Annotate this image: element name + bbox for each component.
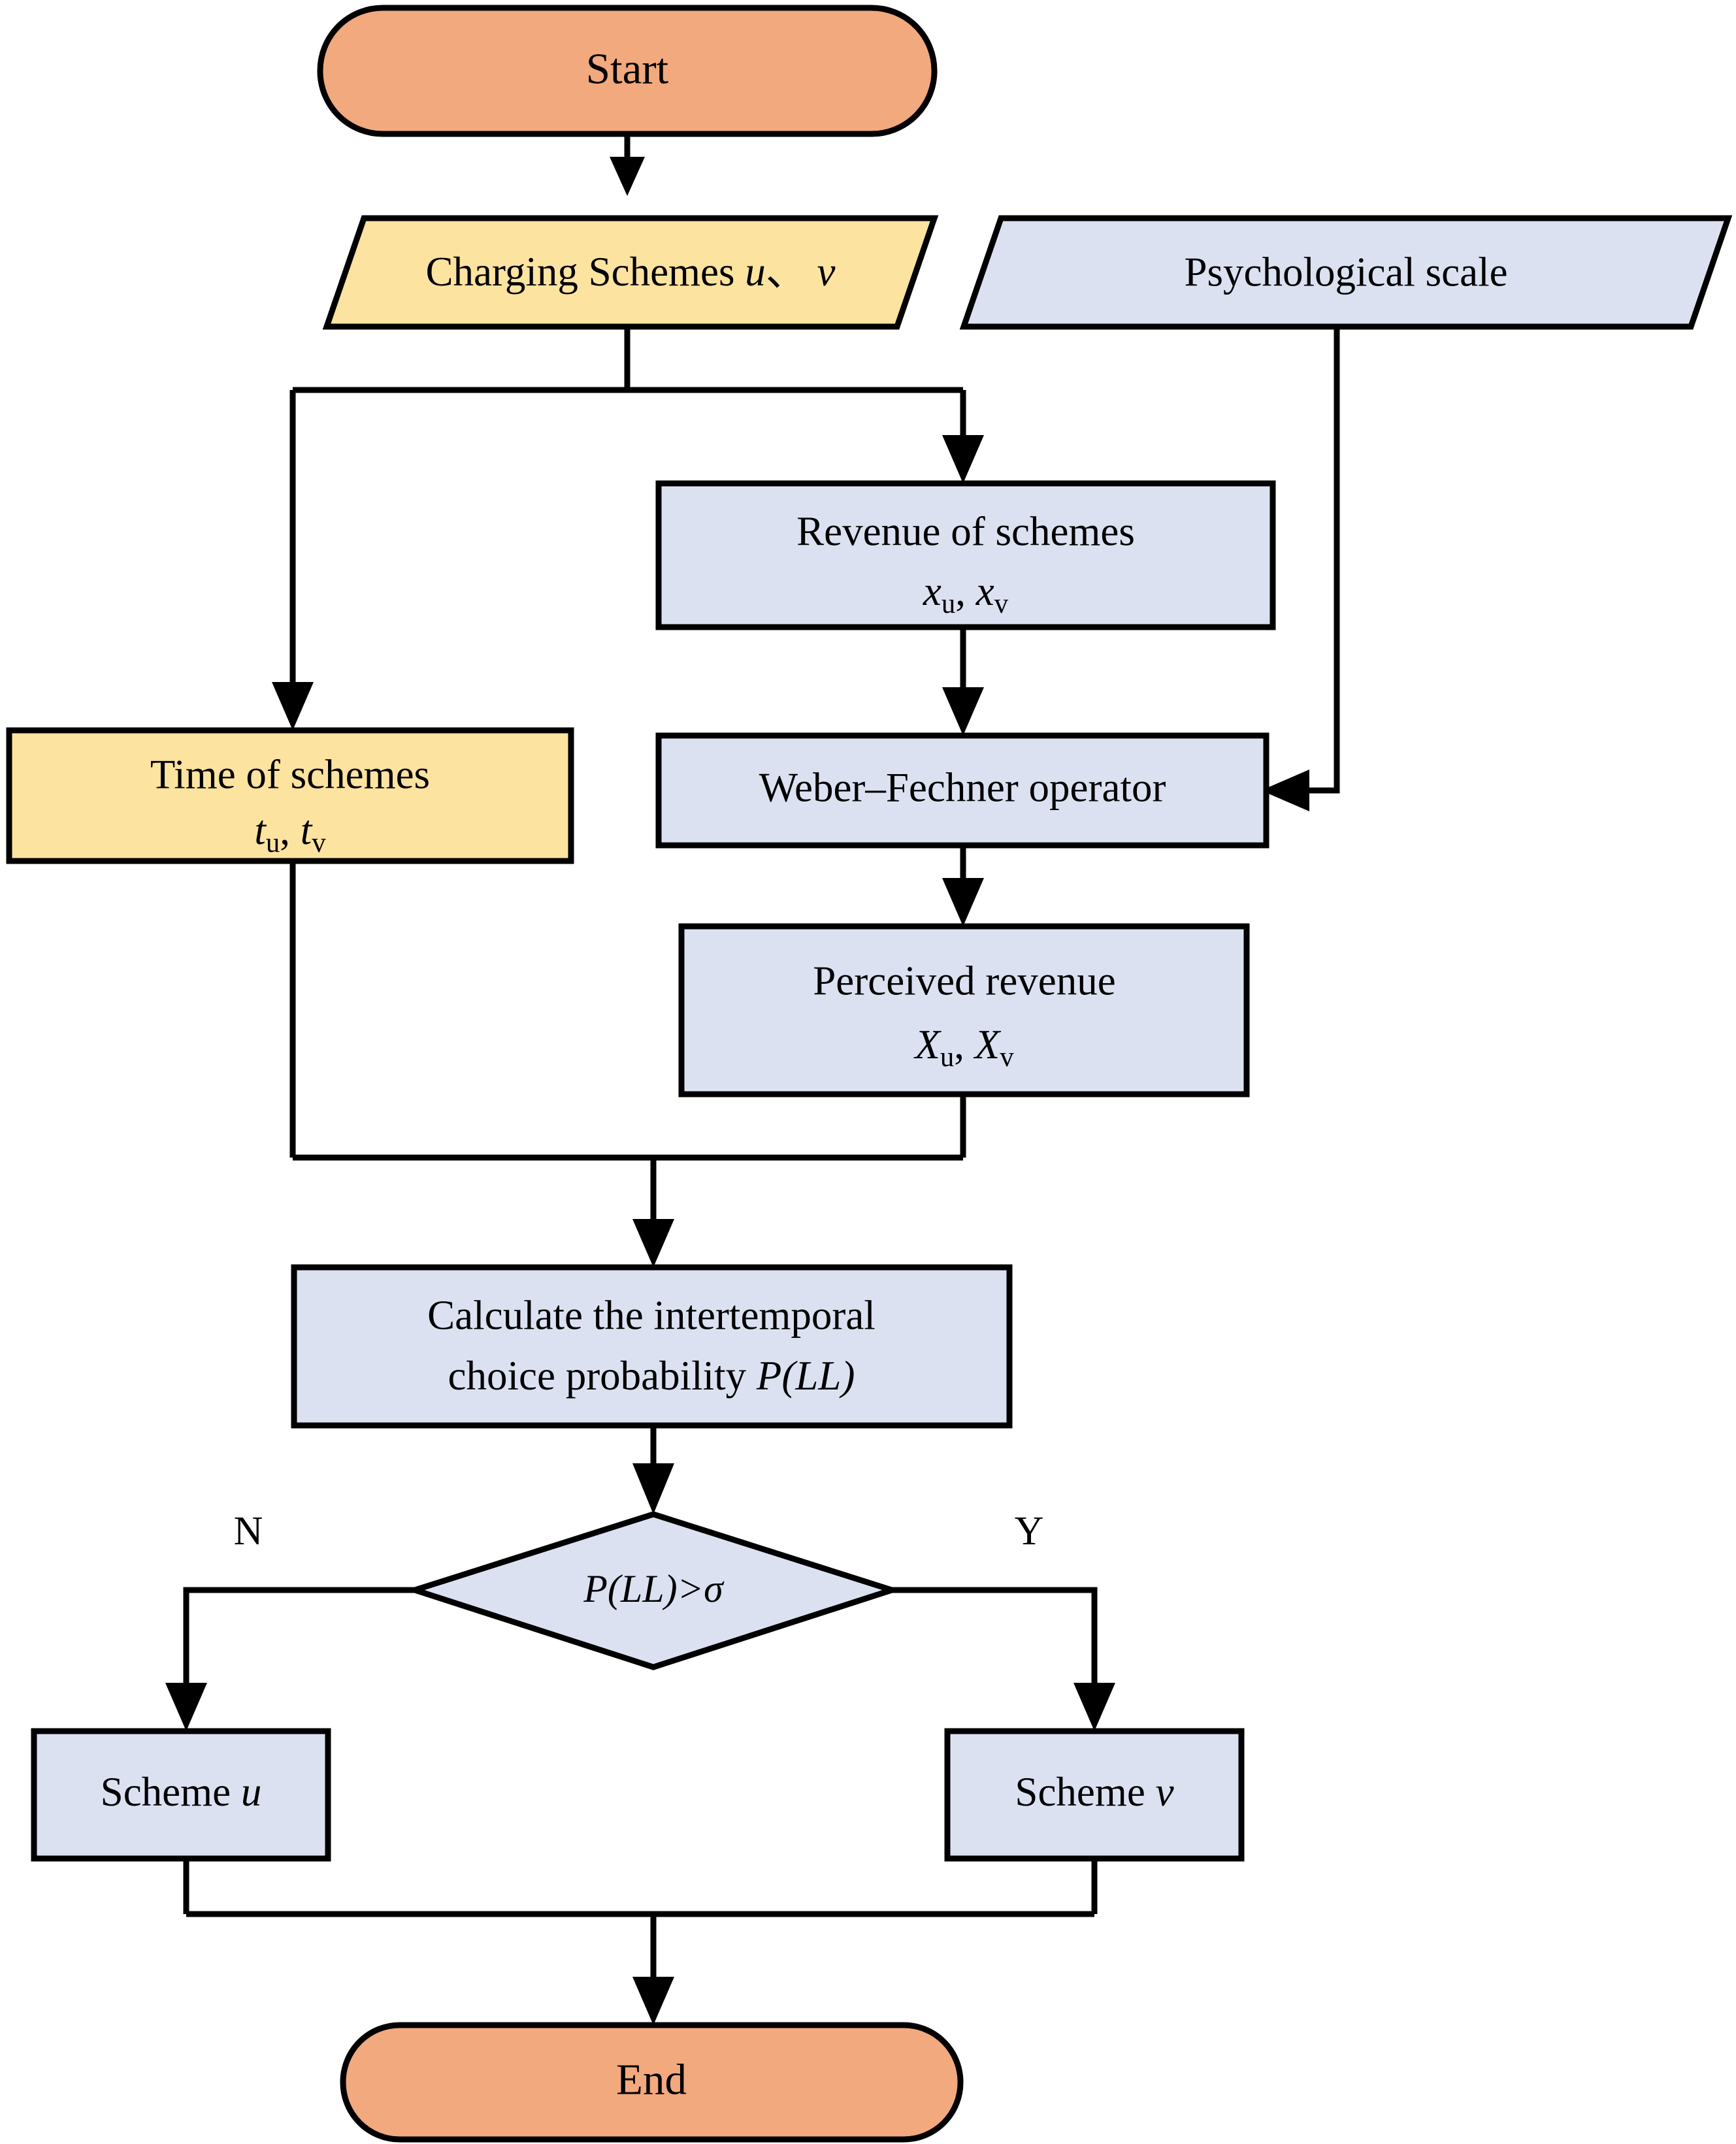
weber-fechner-label: Weber–Fechner operator	[759, 764, 1166, 810]
node-weber-fechner-operator[interactable]: Weber–Fechner operator	[655, 732, 1269, 849]
decision-shape	[405, 1511, 902, 1670]
end-label: End	[616, 2055, 687, 2103]
arrowhead-decision-to-scheme-u	[165, 1683, 207, 1731]
scheme-u-shape	[31, 1728, 331, 1862]
perceived-var-X1: X	[913, 1022, 942, 1067]
node-revenue-of-schemes[interactable]: Revenue of schemes xu, xv	[655, 480, 1276, 630]
edge-psychological-scale-to-weber-fechner	[1300, 327, 1340, 794]
node-psychological-scale[interactable]: Psychological scale	[959, 215, 1733, 330]
perceived-sub-u: u	[940, 1042, 954, 1073]
scheme-v-text: Scheme	[1015, 1769, 1145, 1815]
time-of-schemes-shape	[6, 727, 574, 864]
node-calculate-probability[interactable]: Calculate the intertemporal choice proba…	[291, 1264, 1013, 1429]
edge-decision-to-scheme-u	[183, 1587, 415, 1685]
decision-label: P(LL)>σ	[583, 1567, 725, 1610]
revenue-of-schemes-vars: xu, xv	[923, 568, 1009, 619]
node-end[interactable]: End	[340, 2022, 964, 2143]
start-shape	[317, 5, 938, 137]
node-time-of-schemes[interactable]: Time of schemes tu, tv	[6, 727, 574, 864]
end-shape	[340, 2022, 964, 2143]
arrowhead-schemes-to-end	[632, 1977, 674, 2025]
charging-schemes-separator: 、	[766, 249, 807, 295]
branch-label-no: N	[234, 1509, 263, 1553]
node-scheme-v[interactable]: Scheme v	[944, 1728, 1245, 1862]
perceived-revenue-shape	[678, 923, 1250, 1097]
charging-schemes-var-v: v	[817, 249, 836, 295]
psychological-scale-shape	[959, 215, 1733, 330]
charging-schemes-shape	[322, 215, 939, 330]
time-comma: ,	[280, 807, 290, 853]
arrowhead-psychological-scale-to-weber-fechner	[1261, 770, 1309, 811]
node-perceived-revenue[interactable]: Perceived revenue Xu, Xv	[678, 923, 1250, 1097]
time-var-t1: t	[254, 807, 267, 853]
start-label: Start	[586, 44, 669, 93]
perceived-sub-v: v	[1000, 1042, 1014, 1073]
revenue-var-x1: x	[923, 568, 942, 614]
charging-schemes-var-u: u	[745, 249, 766, 295]
time-sub-u: u	[266, 828, 280, 858]
scheme-v-var: v	[1156, 1769, 1174, 1815]
revenue-of-schemes-line1: Revenue of schemes	[796, 508, 1135, 554]
weber-fechner-shape	[655, 732, 1269, 849]
arrowhead-merge-to-calculate	[632, 1219, 674, 1267]
branch-label-yes: Y	[1015, 1509, 1044, 1553]
perceived-comma: ,	[954, 1022, 964, 1067]
arrowhead-to-revenue-of-schemes	[942, 435, 984, 483]
edge-schemes-to-end	[183, 1859, 1098, 1981]
charging-schemes-label: Charging Schemes u、 v	[426, 249, 836, 295]
edge-charging-schemes-split-bus	[289, 327, 966, 688]
scheme-v-shape	[944, 1728, 1245, 1862]
node-decision[interactable]: P(LL)>σ	[405, 1511, 902, 1670]
edge-merge-to-calculate	[289, 861, 966, 1222]
charging-schemes-text: Charging Schemes	[426, 249, 735, 295]
perceived-revenue-vars: Xu, Xv	[913, 1022, 1014, 1072]
calculate-probability-line1: Calculate the intertemporal	[427, 1292, 876, 1338]
arrowhead-weber-fechner-to-perceived-revenue	[942, 878, 984, 926]
scheme-v-label: Scheme v	[1015, 1769, 1173, 1815]
scheme-u-text: Scheme	[101, 1769, 231, 1815]
time-of-schemes-vars: tu, tv	[254, 807, 326, 858]
time-var-t2: t	[301, 807, 313, 853]
perceived-revenue-line1: Perceived revenue	[813, 958, 1116, 1003]
node-charging-schemes[interactable]: Charging Schemes u、 v	[322, 215, 939, 330]
scheme-u-var: u	[241, 1769, 262, 1815]
arrowhead-revenue-to-weber-fechner	[942, 687, 984, 736]
scheme-u-label: Scheme u	[101, 1769, 262, 1815]
revenue-sub-u: u	[942, 589, 955, 619]
revenue-comma: ,	[955, 568, 966, 614]
calculate-probability-line2: choice probability P(LL)	[448, 1353, 855, 1399]
arrowhead-to-time-of-schemes	[272, 682, 314, 730]
edge-layer	[165, 134, 1340, 2025]
perceived-var-X2: X	[973, 1022, 1002, 1067]
node-start[interactable]: Start	[317, 5, 938, 137]
arrowhead-calculate-to-decision	[632, 1463, 674, 1514]
psychological-scale-label: Psychological scale	[1184, 249, 1507, 295]
time-sub-v: v	[312, 828, 326, 858]
calculate-probability-line2-var: P(LL)	[756, 1353, 855, 1399]
calculate-probability-line2-text: choice probability	[448, 1353, 747, 1399]
revenue-of-schemes-shape	[655, 480, 1276, 630]
arrowhead-start-to-charging-schemes	[610, 157, 645, 196]
revenue-var-x2: x	[975, 568, 994, 614]
edge-decision-to-scheme-v	[892, 1587, 1098, 1685]
revenue-sub-v: v	[994, 589, 1009, 619]
node-scheme-u[interactable]: Scheme u	[31, 1728, 331, 1862]
arrowhead-decision-to-scheme-v	[1073, 1683, 1115, 1731]
time-of-schemes-line1: Time of schemes	[150, 751, 430, 797]
calculate-probability-shape	[291, 1264, 1013, 1429]
